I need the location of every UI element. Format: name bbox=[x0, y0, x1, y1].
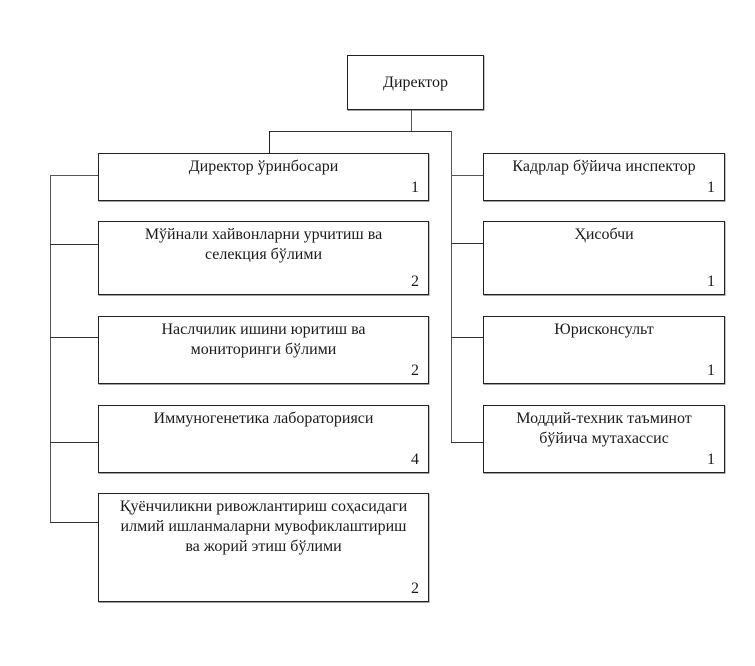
connector-right-1 bbox=[451, 175, 483, 177]
connector-right-3 bbox=[451, 337, 483, 339]
connector-director-down bbox=[411, 110, 413, 132]
unit-hr-inspector: Кадрлар бўйича инспектор 1 bbox=[483, 153, 725, 201]
unit-title: Кадрлар бўйича инспектор bbox=[512, 158, 696, 175]
connector-left-3 bbox=[50, 337, 98, 339]
unit-title: Ҳисобчи bbox=[574, 226, 634, 243]
unit-title: Мўйнали хайвонларни урчитиш ва селекция … bbox=[144, 226, 383, 263]
unit-breeding-monitoring: Наслчилик ишини юритиш ва мониторинги бў… bbox=[98, 316, 429, 384]
unit-staff-count: 2 bbox=[411, 273, 419, 290]
connector-right-trunk bbox=[451, 131, 453, 443]
unit-title: Иммуногенетика лабораторияси bbox=[153, 410, 374, 427]
unit-title: Моддий-техник таъминот бўйича мутахассис bbox=[516, 410, 692, 447]
unit-staff-count: 2 bbox=[411, 580, 419, 597]
unit-fur-animal-breeding: Мўйнали хайвонларни урчитиш ва селекция … bbox=[98, 221, 429, 295]
unit-immunogenetics-lab: Иммуногенетика лабораторияси 4 bbox=[98, 405, 429, 473]
connector-left-1 bbox=[50, 175, 98, 177]
connector-top-horizontal bbox=[269, 131, 452, 133]
unit-logistics-specialist: Моддий-техник таъминот бўйича мутахассис… bbox=[483, 405, 725, 473]
unit-legal-counsel: Юрисконсульт 1 bbox=[483, 316, 725, 384]
unit-staff-count: 1 bbox=[707, 179, 715, 196]
connector-left-4 bbox=[50, 442, 98, 444]
unit-staff-count: 1 bbox=[707, 362, 715, 379]
unit-staff-count: 1 bbox=[707, 451, 715, 468]
director-title: Директор bbox=[383, 74, 448, 91]
connector-left-2 bbox=[50, 244, 98, 246]
unit-staff-count: 1 bbox=[707, 273, 715, 290]
unit-staff-count: 4 bbox=[411, 451, 419, 468]
unit-staff-count: 1 bbox=[411, 179, 419, 196]
unit-title: Директор ўринбосари bbox=[188, 158, 339, 175]
connector-right-4 bbox=[451, 442, 483, 444]
director-box: Директор bbox=[347, 55, 484, 110]
connector-right-2 bbox=[451, 243, 483, 245]
unit-accountant: Ҳисобчи 1 bbox=[483, 221, 725, 295]
unit-title: Наслчилик ишини юритиш ва мониторинги бў… bbox=[161, 321, 366, 358]
connector-left-5 bbox=[50, 522, 98, 524]
connector-to-deputy bbox=[269, 131, 271, 153]
connector-left-trunk bbox=[50, 175, 52, 523]
unit-rabbit-breeding-coordination: Қуёнчиликни ривожлантириш соҳасидаги илм… bbox=[98, 493, 429, 602]
unit-staff-count: 2 bbox=[411, 362, 419, 379]
unit-title: Юрисконсульт bbox=[554, 321, 654, 338]
unit-title: Қуёнчиликни ривожлантириш соҳасидаги илм… bbox=[119, 498, 408, 555]
unit-deputy-director: Директор ўринбосари 1 bbox=[98, 153, 429, 201]
